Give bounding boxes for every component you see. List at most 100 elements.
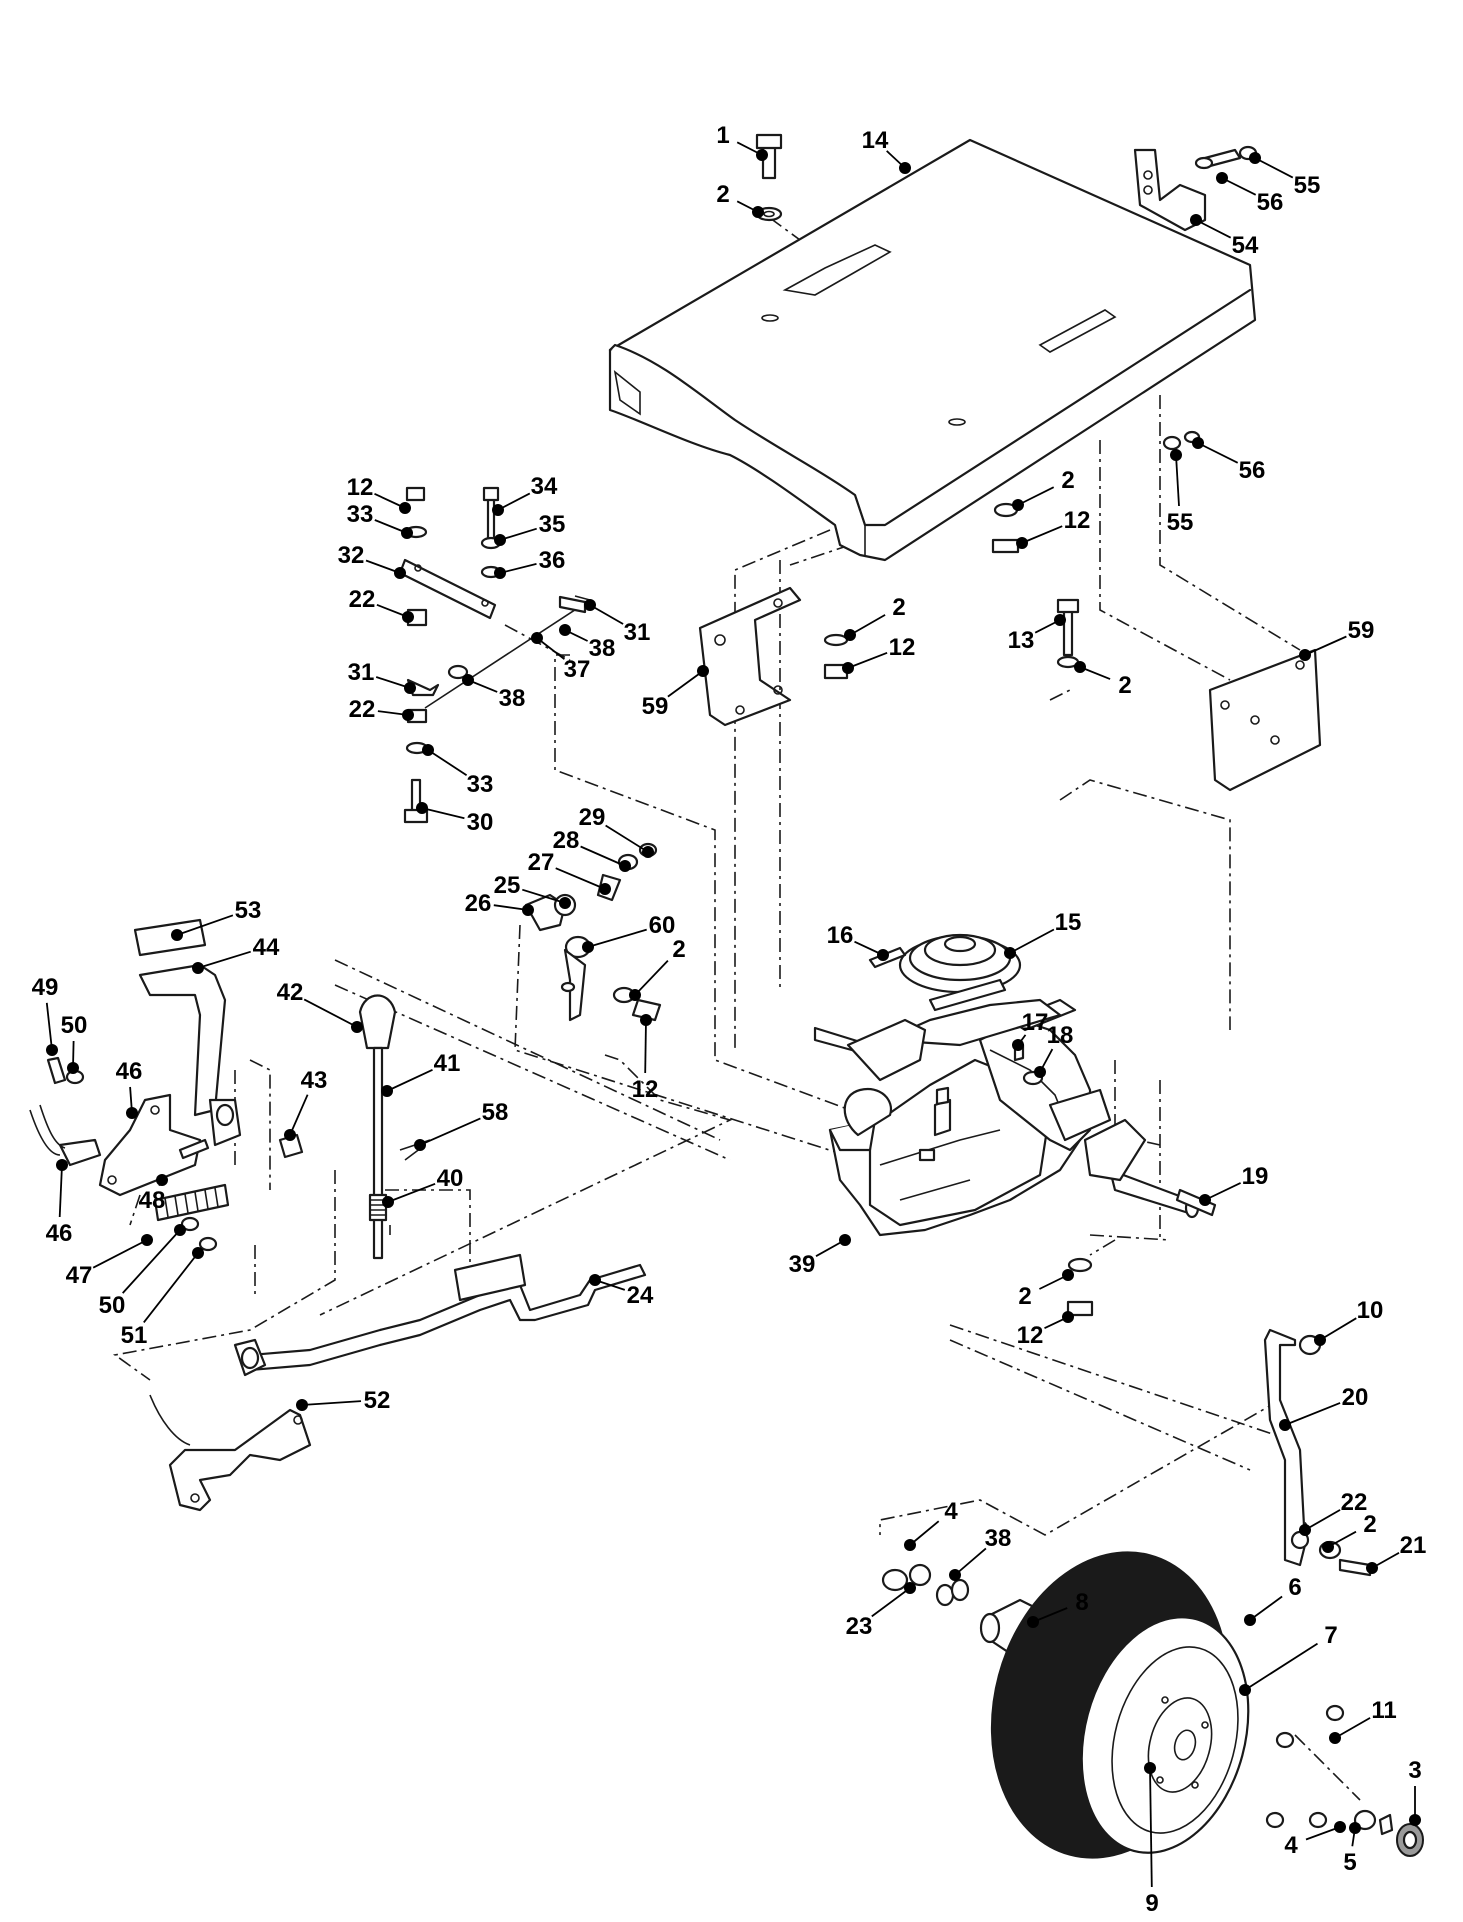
- callout-34: 34: [492, 473, 558, 516]
- callout-label: 28: [553, 827, 580, 854]
- callout-leader: [634, 959, 669, 996]
- callout-leader: [1244, 1642, 1318, 1691]
- callout-50: 50: [99, 1224, 186, 1319]
- transaxle: [813, 998, 1200, 1237]
- callout-label: 2: [672, 936, 685, 963]
- callout-2: 2: [1018, 1269, 1074, 1310]
- callout-label: 46: [46, 1220, 73, 1247]
- callout-leader: [605, 824, 649, 853]
- callout-label: 54: [1232, 232, 1259, 259]
- assembly-lines: [113, 217, 1361, 1801]
- callout-46: 46: [46, 1159, 73, 1247]
- callout-25: 25: [494, 872, 571, 909]
- callout-label: 23: [846, 1613, 873, 1640]
- callout-dot: [842, 662, 854, 674]
- callout-40: 40: [382, 1165, 463, 1208]
- callout-label: 14: [862, 127, 889, 154]
- callout-label: 51: [121, 1322, 148, 1349]
- callout-leader: [522, 888, 566, 904]
- callout-8: 8: [1027, 1589, 1089, 1628]
- callout-dot: [1314, 1334, 1326, 1346]
- callout-leader: [1017, 486, 1055, 506]
- callout-leader: [58, 1164, 63, 1218]
- callout-58: 58: [414, 1099, 508, 1151]
- callout-20: 20: [1279, 1384, 1368, 1431]
- callout-dot: [402, 611, 414, 623]
- callout-leader: [365, 559, 401, 574]
- callout-label: 37: [564, 656, 591, 683]
- callout-dot: [584, 599, 596, 611]
- callout-dot: [494, 567, 506, 579]
- callout-dot: [462, 674, 474, 686]
- callout-dot: [46, 1044, 58, 1056]
- callout-33: 33: [347, 501, 413, 539]
- callout-2: 2: [1074, 661, 1132, 699]
- callout-dot: [599, 883, 611, 895]
- callout-6: 6: [1244, 1574, 1302, 1626]
- bracket-52: [149, 1394, 312, 1512]
- callout-leader: [587, 928, 647, 948]
- callout-dot: [174, 1224, 186, 1236]
- callout-3: 3: [1408, 1757, 1422, 1826]
- callout-leader: [1284, 1402, 1341, 1426]
- callout-dot: [1012, 1039, 1024, 1051]
- callout-label: 35: [539, 511, 566, 538]
- callout-label: 59: [1348, 617, 1375, 644]
- callout-dot: [589, 1274, 601, 1286]
- callout-2: 2: [844, 594, 906, 641]
- callout-label: 15: [1055, 909, 1082, 936]
- callout-leader: [1254, 157, 1294, 179]
- callout-dot: [629, 989, 641, 1001]
- callout-label: 53: [235, 897, 262, 924]
- callout-dot: [67, 1062, 79, 1074]
- callout-12: 12: [347, 474, 411, 514]
- callout-leader: [499, 563, 537, 574]
- pulley: [868, 933, 1022, 1012]
- callout-dot: [394, 567, 406, 579]
- callout-label: 31: [348, 659, 375, 686]
- callout-dot: [559, 897, 571, 909]
- callout-label: 36: [539, 547, 566, 574]
- callout-label: 21: [1400, 1532, 1427, 1559]
- callout-leader: [667, 670, 704, 698]
- callout-label: 18: [1047, 1022, 1074, 1049]
- callout-dot: [381, 1085, 393, 1097]
- callout-dot: [1034, 1066, 1046, 1078]
- callout-dot: [399, 502, 411, 514]
- callout-label: 56: [1239, 457, 1266, 484]
- callout-dot: [1062, 1269, 1074, 1281]
- callout-dot: [192, 962, 204, 974]
- callout-leader: [954, 1547, 987, 1576]
- axle-support: [1263, 1328, 1372, 1577]
- callout-label: 11: [1371, 1697, 1396, 1724]
- callout-label: 55: [1167, 509, 1194, 536]
- callout-29: 29: [579, 804, 654, 858]
- callout-leader: [197, 950, 251, 969]
- callout-leader: [1334, 1717, 1371, 1739]
- callout-14: 14: [862, 127, 911, 174]
- callout-leader: [1009, 928, 1055, 954]
- callout-label: 2: [1118, 672, 1131, 699]
- callout-dot: [640, 1014, 652, 1026]
- shift-rod: [233, 1253, 647, 1377]
- callout-dot: [414, 1139, 426, 1151]
- callout-22: 22: [349, 696, 414, 723]
- callout-label: 33: [467, 771, 494, 798]
- callout-dot: [284, 1129, 296, 1141]
- callout-dot: [416, 802, 428, 814]
- callout-56: 56: [1216, 172, 1283, 216]
- callout-leader: [1021, 525, 1063, 544]
- callout-dot: [1199, 1194, 1211, 1206]
- callout-dot: [756, 149, 768, 161]
- callout-label: 59: [642, 693, 669, 720]
- callout-dot: [904, 1582, 916, 1594]
- callout-4: 4: [1284, 1821, 1346, 1859]
- callout-30: 30: [416, 802, 493, 836]
- callout-leader: [387, 1182, 436, 1203]
- callout-label: 12: [1017, 1322, 1044, 1349]
- callout-dot: [192, 1247, 204, 1259]
- callout-41: 41: [381, 1050, 460, 1097]
- callout-55: 55: [1167, 449, 1194, 536]
- callout-dot: [949, 1569, 961, 1581]
- callout-dot: [1192, 437, 1204, 449]
